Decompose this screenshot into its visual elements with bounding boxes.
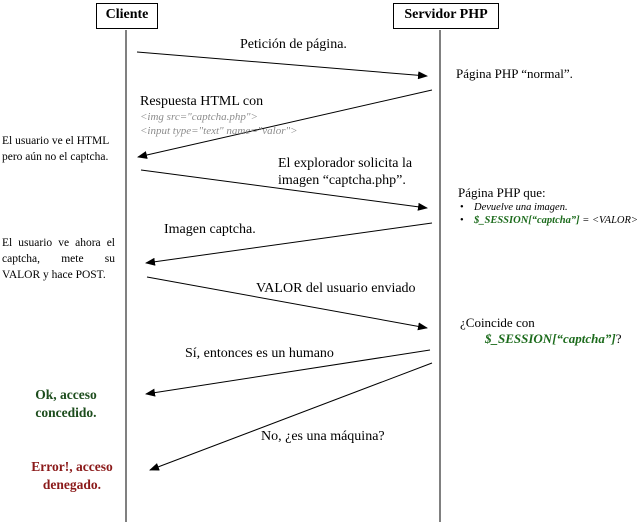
client-box: Cliente: [96, 3, 158, 29]
client-note-ve-html-2: pero aún no el captcha.: [2, 151, 109, 163]
result-error-line2: denegado.: [42, 477, 102, 492]
arrow-maquina: [149, 362, 433, 471]
msg-humano: Sí, entonces es un humano: [185, 346, 334, 361]
server-note-php-que: Página PHP que:: [458, 185, 546, 200]
arrow-respuesta-html: [137, 89, 433, 159]
bullet-dot: •: [460, 202, 464, 213]
arrow-peticion: [136, 51, 428, 80]
result-ok-line2: concedido.: [35, 405, 97, 420]
session-assign: = <VALOR>: [579, 215, 638, 226]
server-bullet-imagen: • Devuelve una imagen.: [460, 201, 568, 214]
msg-valor-enviado: VALOR del usuario enviado: [256, 281, 416, 296]
server-bullet-session: • $_SESSION[“captcha”] = <VALOR>: [460, 214, 638, 227]
session-var: $_SESSION[“captcha”]: [474, 215, 580, 226]
msg-solicita-line2: imagen “captcha.php”.: [278, 173, 406, 188]
msg-solicita-line1: El explorador solicita la: [278, 156, 413, 171]
arrow-imagen-captcha: [145, 222, 433, 266]
msg-peticion: Petición de página.: [240, 37, 347, 52]
server-note-coincide: ¿Coincide con: [460, 315, 535, 330]
client-note-ve-captcha: El usuario ve ahora el captcha, mete su …: [2, 237, 115, 281]
msg-respuesta-code-input: <input type="text" name="valor">: [140, 125, 298, 137]
coincide-session-var: $_SESSION[“captcha”]: [485, 331, 616, 346]
server-box: Servidor PHP: [393, 3, 499, 29]
server-note-coincide-var: $_SESSION[“captcha”]?: [485, 331, 622, 347]
msg-respuesta-code-img: <img src="captcha.php">: [140, 111, 258, 123]
msg-maquina: No, ¿es una máquina?: [261, 429, 385, 444]
bullet-dot: •: [460, 215, 464, 226]
msg-respuesta-title: Respuesta HTML con: [140, 94, 264, 109]
result-ok: Ok, acceso concedido.: [18, 386, 114, 422]
client-note-ve-html-1: El usuario ve el HTML: [2, 135, 110, 147]
coincide-question: ?: [615, 331, 622, 346]
arrow-solicita-imagen: [140, 169, 428, 211]
arrow-valor-enviado: [146, 276, 428, 331]
bullet-devuelve-imagen: Devuelve una imagen.: [474, 202, 568, 213]
result-error-line1: Error!, acceso: [31, 459, 113, 474]
msg-imagen-captcha: Imagen captcha.: [164, 222, 256, 237]
result-error: Error!, acceso denegado.: [20, 458, 124, 494]
arrow-humano: [145, 349, 431, 397]
server-note-normal: Página PHP “normal”.: [456, 66, 573, 81]
result-ok-line1: Ok, acceso: [35, 387, 97, 402]
